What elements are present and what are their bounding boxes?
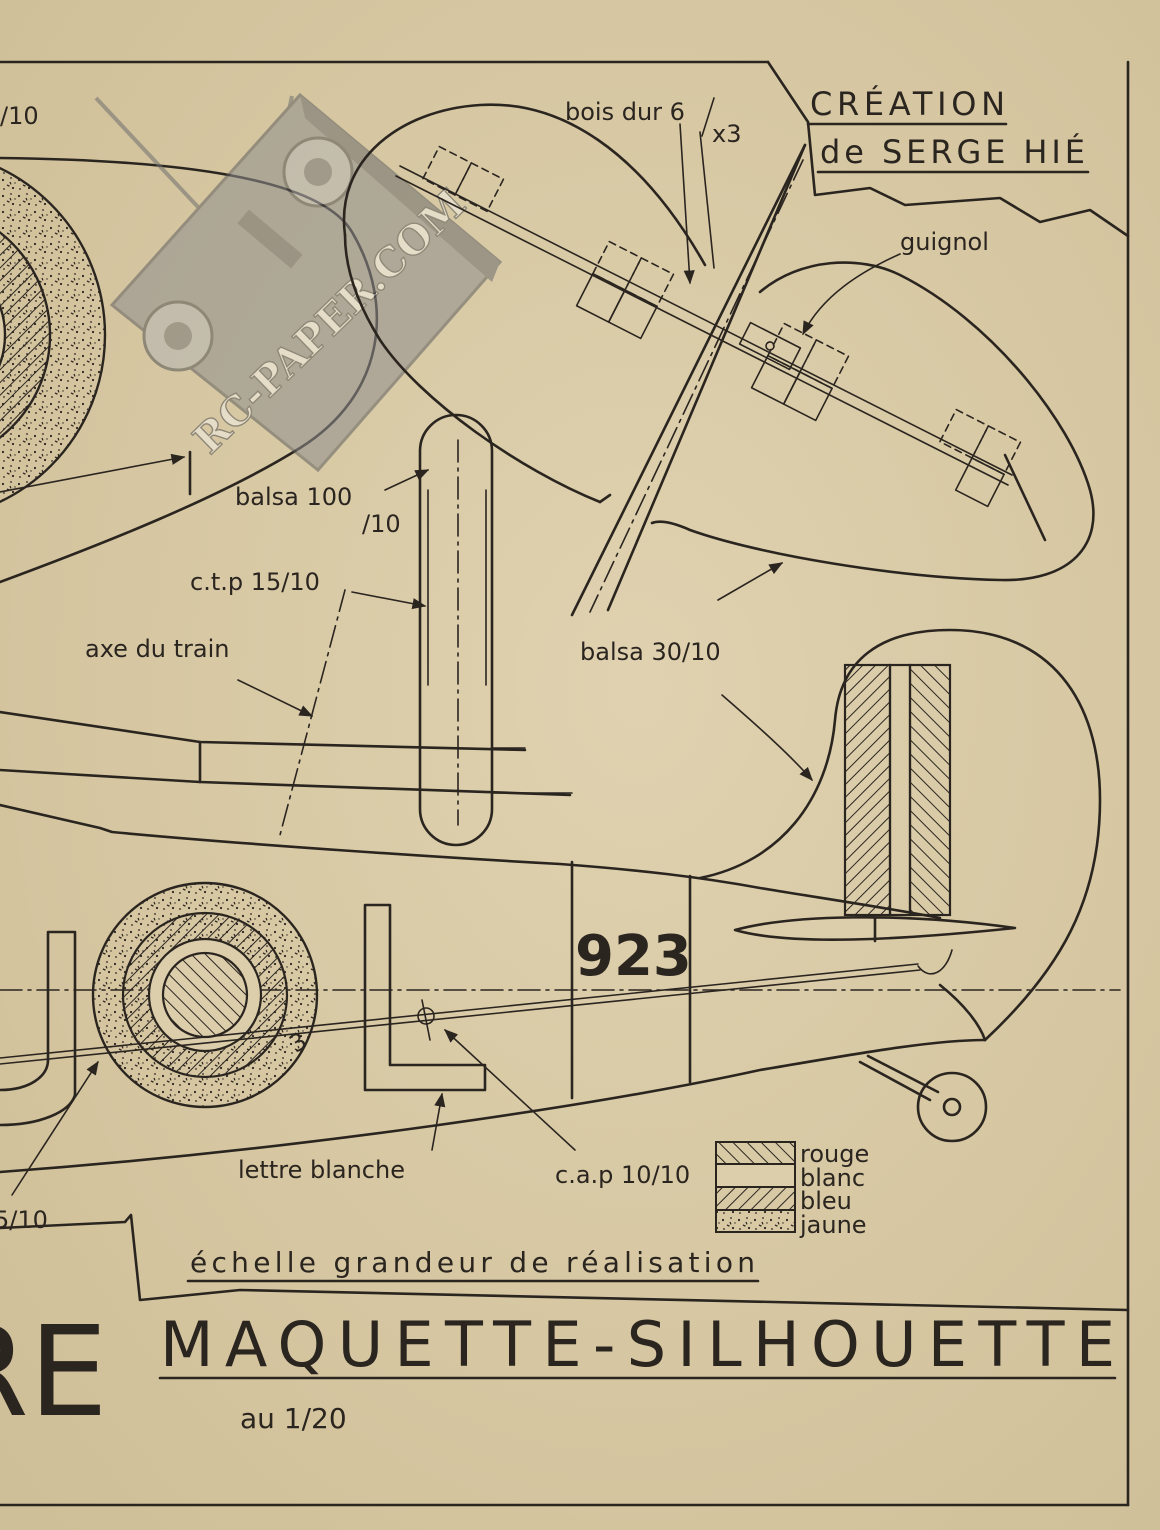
- balsa-30-leader-stab: [717, 562, 784, 601]
- label-balsa-100: balsa 100: [235, 483, 352, 511]
- registration-number: 923: [575, 924, 692, 989]
- bois-dur-slash: [701, 97, 715, 137]
- tail-wheel: [858, 1054, 988, 1143]
- legend-swatch-jaune: [715, 1209, 796, 1233]
- legend-label: blanc: [800, 1164, 865, 1192]
- colour-legend: rouge blanc bleu jaune: [715, 1140, 869, 1239]
- title-scale: au 1/20: [240, 1402, 347, 1435]
- hinge-cluster-3: [750, 322, 850, 422]
- legend-swatch-blanc: [715, 1163, 796, 1188]
- legend-label: rouge: [800, 1140, 869, 1168]
- label-ctp: c.t.p 15/10: [190, 568, 320, 596]
- label-lettre-blanche: lettre blanche: [238, 1156, 405, 1184]
- wing-leader-arrow: [0, 453, 186, 493]
- title-partial: RE: [0, 1300, 108, 1445]
- bois-dur-leader: [679, 123, 695, 285]
- legend-label: bleu: [800, 1187, 852, 1215]
- label-bois-dur-x3: x3: [712, 120, 741, 148]
- letter-l-outline: [363, 903, 487, 1092]
- title-main: MAQUETTE-SILHOUETTE: [160, 1308, 1115, 1381]
- creation-title: CRÉATION: [810, 85, 1005, 123]
- hinge-cluster-2: [575, 240, 675, 340]
- creation-author: de SERGE HIÉ: [820, 133, 1085, 171]
- guignol-horn: [738, 321, 802, 371]
- guignol-leader: [802, 253, 901, 336]
- rudder-stripes: [843, 663, 952, 917]
- legend-swatch-rouge: [715, 1141, 796, 1165]
- wing-root-side: [0, 710, 572, 797]
- label-guignol: guignol: [900, 228, 989, 256]
- top-left-fraction: /10: [0, 102, 39, 130]
- label-bottom-left-fraction: 5/10: [0, 1206, 48, 1234]
- label-axe-du-train: axe du train: [85, 635, 230, 663]
- label-cap: c.a.p 10/10: [555, 1161, 690, 1189]
- balsa-30-leader-fin: [721, 694, 813, 782]
- fuselage-side: [0, 803, 987, 1174]
- label-balsa-100-den: /10: [362, 510, 401, 538]
- landing-gear-leg: [418, 413, 573, 847]
- fin-plan-spike: [570, 143, 807, 617]
- fin-outline: [698, 628, 1102, 1042]
- hinge-cluster-4: [939, 408, 1022, 508]
- title-block-edge: [0, 1213, 1130, 1312]
- legend-swatch-bleu: [715, 1186, 796, 1211]
- fuselage-roundel: 3: [91, 881, 319, 1109]
- cap-leader: [443, 1029, 576, 1151]
- tailplane-section: [733, 916, 1017, 943]
- scale-note: échelle grandeur de réalisation: [190, 1246, 755, 1279]
- label-balsa-30: balsa 30/10: [580, 638, 721, 666]
- ctp-leader: [351, 591, 427, 610]
- bois-dur-leader-2: [699, 131, 715, 269]
- bottom-left-leader: [11, 1060, 99, 1196]
- letter-left-outline: [46, 930, 77, 1097]
- hinge-cluster-1: [422, 145, 505, 213]
- lettre-blanche-leader: [431, 1092, 446, 1151]
- stabilizer-plan: [342, 103, 1095, 582]
- sheet-frame: [0, 60, 1130, 1507]
- legend-label: jaune: [799, 1211, 867, 1239]
- control-wire: [0, 949, 953, 1065]
- label-bois-dur: bois dur 6: [565, 98, 685, 126]
- axe-du-train-leader: [237, 679, 314, 717]
- balsa-100-leader: [384, 469, 430, 491]
- wing-roundel-top: [0, 166, 107, 504]
